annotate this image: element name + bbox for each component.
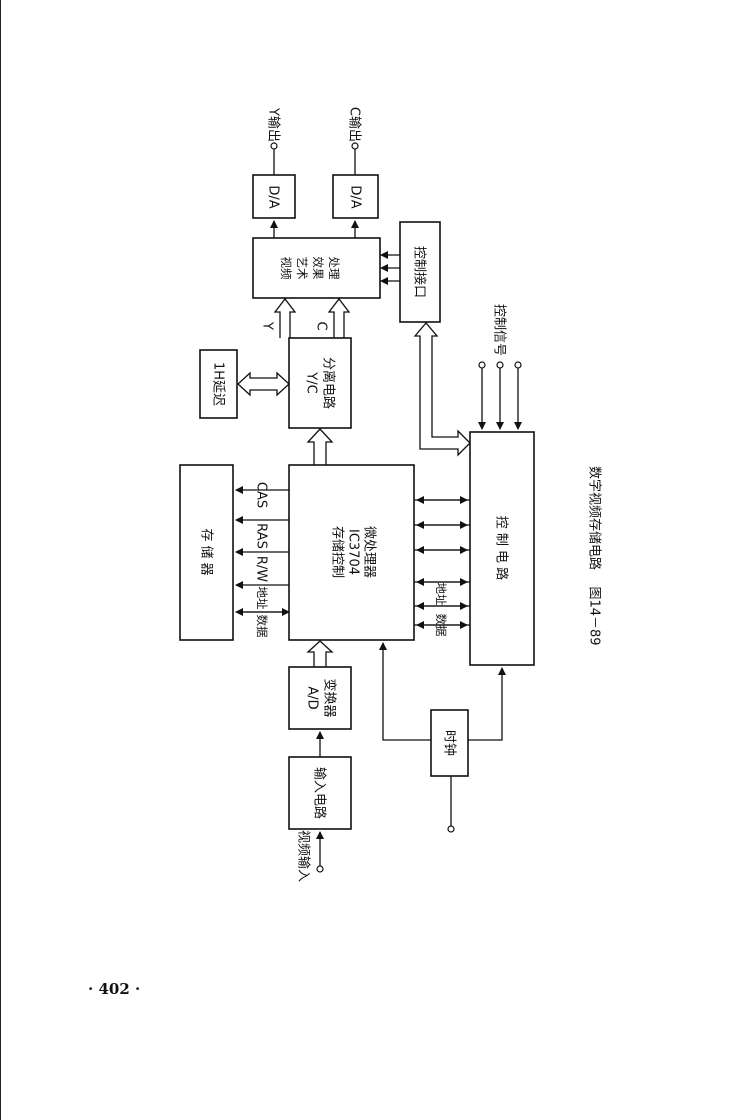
control-circuit-label: 控 制 电 路 bbox=[493, 516, 509, 580]
yc-separator-label-2: 分离电路 bbox=[320, 357, 336, 409]
da-c-label: D/A bbox=[347, 185, 362, 208]
address-mem-label: 地址 bbox=[255, 587, 269, 610]
memory-block bbox=[179, 464, 234, 641]
video-effect-label-4: 处理 bbox=[327, 257, 341, 280]
memory-label: 存 储 器 bbox=[198, 528, 213, 575]
ad-converter-label-1: A/D bbox=[304, 686, 319, 709]
control-circuit-block bbox=[469, 431, 535, 666]
clock-label: 时钟 bbox=[441, 730, 457, 756]
ad-converter-label-2: 变换器 bbox=[321, 678, 337, 717]
delay-1h-block bbox=[199, 349, 238, 419]
video-effect-label-1: 视频 bbox=[279, 257, 293, 280]
video-effect-label-3: 效果 bbox=[311, 257, 325, 280]
y-output-terminal bbox=[270, 142, 278, 150]
clock-to-control-line bbox=[468, 667, 506, 741]
delay-1h-label: 1H延迟 bbox=[210, 362, 225, 406]
processor-control-bus bbox=[414, 496, 470, 629]
data-ctrl-label: 数据 bbox=[434, 614, 448, 637]
da-y-label: D/A bbox=[265, 185, 280, 208]
control-signal-lines bbox=[478, 361, 522, 430]
control-interface-label: 控制接口 bbox=[411, 246, 427, 298]
ras-label: RAS bbox=[253, 523, 268, 549]
c-channel-arrow bbox=[327, 297, 351, 338]
processor-label-1: 存储控制 bbox=[329, 526, 344, 578]
y-channel-arrow bbox=[273, 297, 297, 338]
yc-separator-block bbox=[288, 337, 352, 429]
delay-bidirectional-arrow bbox=[237, 371, 290, 397]
clock-block bbox=[430, 709, 469, 777]
processor-label-2: IC3704 bbox=[345, 529, 360, 575]
page-edge-rule bbox=[0, 0, 1, 1120]
ad-to-processor-arrow bbox=[306, 640, 334, 667]
c-output-terminal bbox=[351, 142, 359, 150]
video-input-label: 视频输入 bbox=[295, 830, 311, 882]
y-output-label: Y输出 bbox=[265, 107, 281, 142]
processor-to-yc-arrow bbox=[306, 428, 334, 465]
y-channel-label: Y bbox=[259, 321, 274, 330]
interface-control-arrow bbox=[413, 321, 471, 457]
ad-converter-block bbox=[288, 666, 352, 730]
yc-separator-label-1: Y/C bbox=[303, 371, 318, 393]
video-effect-label-2: 艺术 bbox=[295, 257, 309, 280]
control-signal-label: 控制信号 bbox=[491, 304, 506, 356]
c-channel-label: C bbox=[313, 321, 328, 330]
processor-label-3: 微处理器 bbox=[361, 526, 376, 578]
clock-to-processor-line bbox=[379, 642, 431, 741]
caption-number: 图14－89 bbox=[586, 586, 601, 645]
clock-terminal bbox=[447, 825, 455, 833]
input-circuit-label: 输入电路 bbox=[311, 767, 327, 819]
page-number: · 402 · bbox=[88, 980, 141, 998]
caption-text: 数字视频存储电路 bbox=[586, 466, 602, 570]
address-ctrl-label: 地址 bbox=[434, 583, 448, 606]
rw-label: R/W bbox=[253, 556, 268, 582]
data-mem-label: 数据 bbox=[255, 615, 269, 638]
cas-label: CAS bbox=[253, 482, 268, 508]
c-output-label: C输出 bbox=[346, 107, 362, 142]
control-interface-block bbox=[399, 221, 441, 323]
video-input-terminal bbox=[316, 865, 324, 873]
